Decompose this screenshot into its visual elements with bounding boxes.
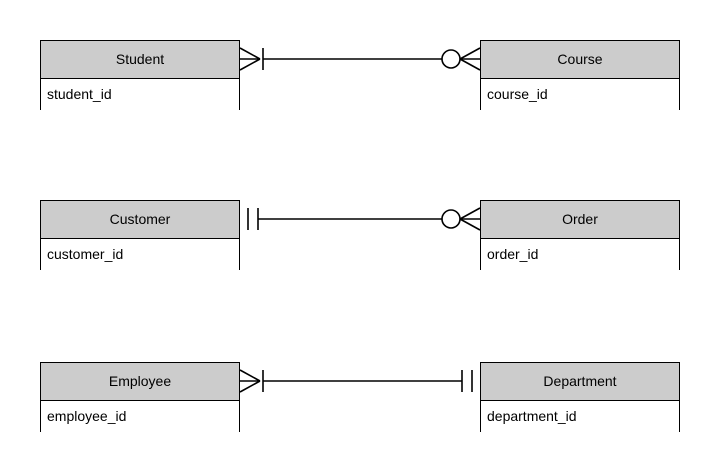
customer-order-right-zero-ring-icon: [441, 209, 461, 229]
entity-department-attribute: department_id: [481, 401, 679, 432]
entity-customer[interactable]: Customer customer_id: [40, 200, 240, 270]
entity-order-attribute: order_id: [481, 239, 679, 270]
student-course-right-zero-ring-icon: [441, 49, 461, 69]
entity-employee-name: Employee: [41, 363, 239, 401]
student-course-left-crowsfoot-icon-lower: [239, 58, 261, 71]
entity-course-attribute: course_id: [481, 79, 679, 110]
entity-order[interactable]: Order order_id: [480, 200, 680, 270]
customer-order-right-crowsfoot-icon-upper: [459, 207, 481, 220]
entity-course[interactable]: Course course_id: [480, 40, 680, 110]
employee-department-left-crowsfoot-icon-lower: [239, 380, 261, 393]
entity-customer-attribute: customer_id: [41, 239, 239, 270]
student-course-left-crowsfoot-icon-upper: [239, 47, 261, 60]
entity-employee[interactable]: Employee employee_id: [40, 362, 240, 432]
entity-employee-attribute: employee_id: [41, 401, 239, 432]
employee-department-left-crowsfoot-icon-upper: [239, 369, 261, 382]
entity-student-name: Student: [41, 41, 239, 79]
entity-department[interactable]: Department department_id: [480, 362, 680, 432]
student-course-right-crowsfoot-icon-upper: [459, 47, 481, 60]
customer-order-right-crowsfoot-icon-lower: [459, 218, 481, 231]
entity-student[interactable]: Student student_id: [40, 40, 240, 110]
entity-course-name: Course: [481, 41, 679, 79]
entity-customer-name: Customer: [41, 201, 239, 239]
entity-department-name: Department: [481, 363, 679, 401]
entity-student-attribute: student_id: [41, 79, 239, 110]
student-course-right-crowsfoot-icon-lower: [459, 58, 481, 71]
entity-order-name: Order: [481, 201, 679, 239]
